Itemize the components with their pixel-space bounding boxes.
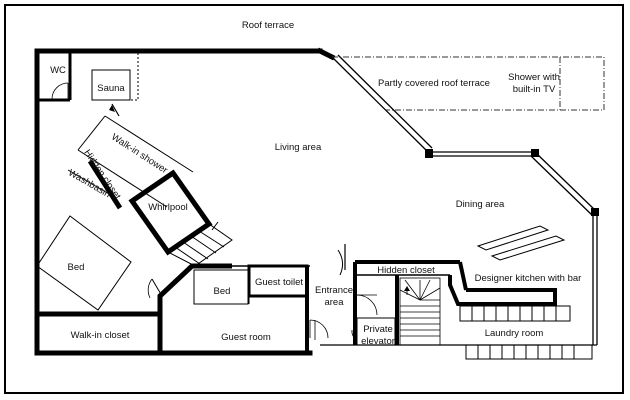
sauna-label: Sauna [97, 83, 125, 94]
entrance-label: Entrance [315, 285, 353, 296]
private-label: Private [363, 324, 393, 335]
whirlpool-stairs [167, 221, 233, 267]
living-area-label: Living area [275, 142, 322, 153]
bedroom-wall [37, 263, 232, 353]
guest-toilet-label: Guest toilet [255, 277, 303, 288]
partly-covered-roof-terrace-label: Partly covered roof terrace [378, 78, 490, 89]
frame-border [4, 4, 624, 394]
guest-room-label: Guest room [221, 332, 271, 343]
main-stairs [399, 277, 441, 346]
kitchen-bar [476, 225, 566, 261]
area-label: area [324, 297, 344, 308]
laundry-room-label: Laundry room [485, 328, 544, 339]
hidden-closet-label: Hidden closet [377, 265, 435, 276]
roof-terrace-label: Roof terrace [242, 20, 294, 31]
wc-sauna-walls [37, 52, 139, 102]
shower-with-label: Shower with [508, 72, 560, 83]
walk-in-closet-label: Walk-in closet [71, 330, 130, 341]
elevator-label: elevator [361, 336, 395, 347]
shower-area [67, 103, 194, 210]
wc-label: WC [50, 65, 66, 76]
guest-walls [193, 264, 329, 353]
core-walls [337, 244, 557, 346]
wall-corners [425, 149, 599, 216]
exterior-walls [34, 47, 336, 356]
designer-kitchen-label: Designer kitchen with bar [475, 273, 582, 284]
roof-terrace-boundary [332, 56, 605, 111]
master-bed [36, 215, 132, 311]
built-in-tv-label: built-in TV [513, 84, 556, 95]
whirlpool-label: Whirlpool [148, 202, 188, 213]
dining-area-label: Dining area [456, 199, 505, 210]
laundry-counter [459, 305, 593, 360]
guest-bed-label: Bed [214, 286, 231, 297]
master-bed-label: Bed [68, 262, 85, 273]
